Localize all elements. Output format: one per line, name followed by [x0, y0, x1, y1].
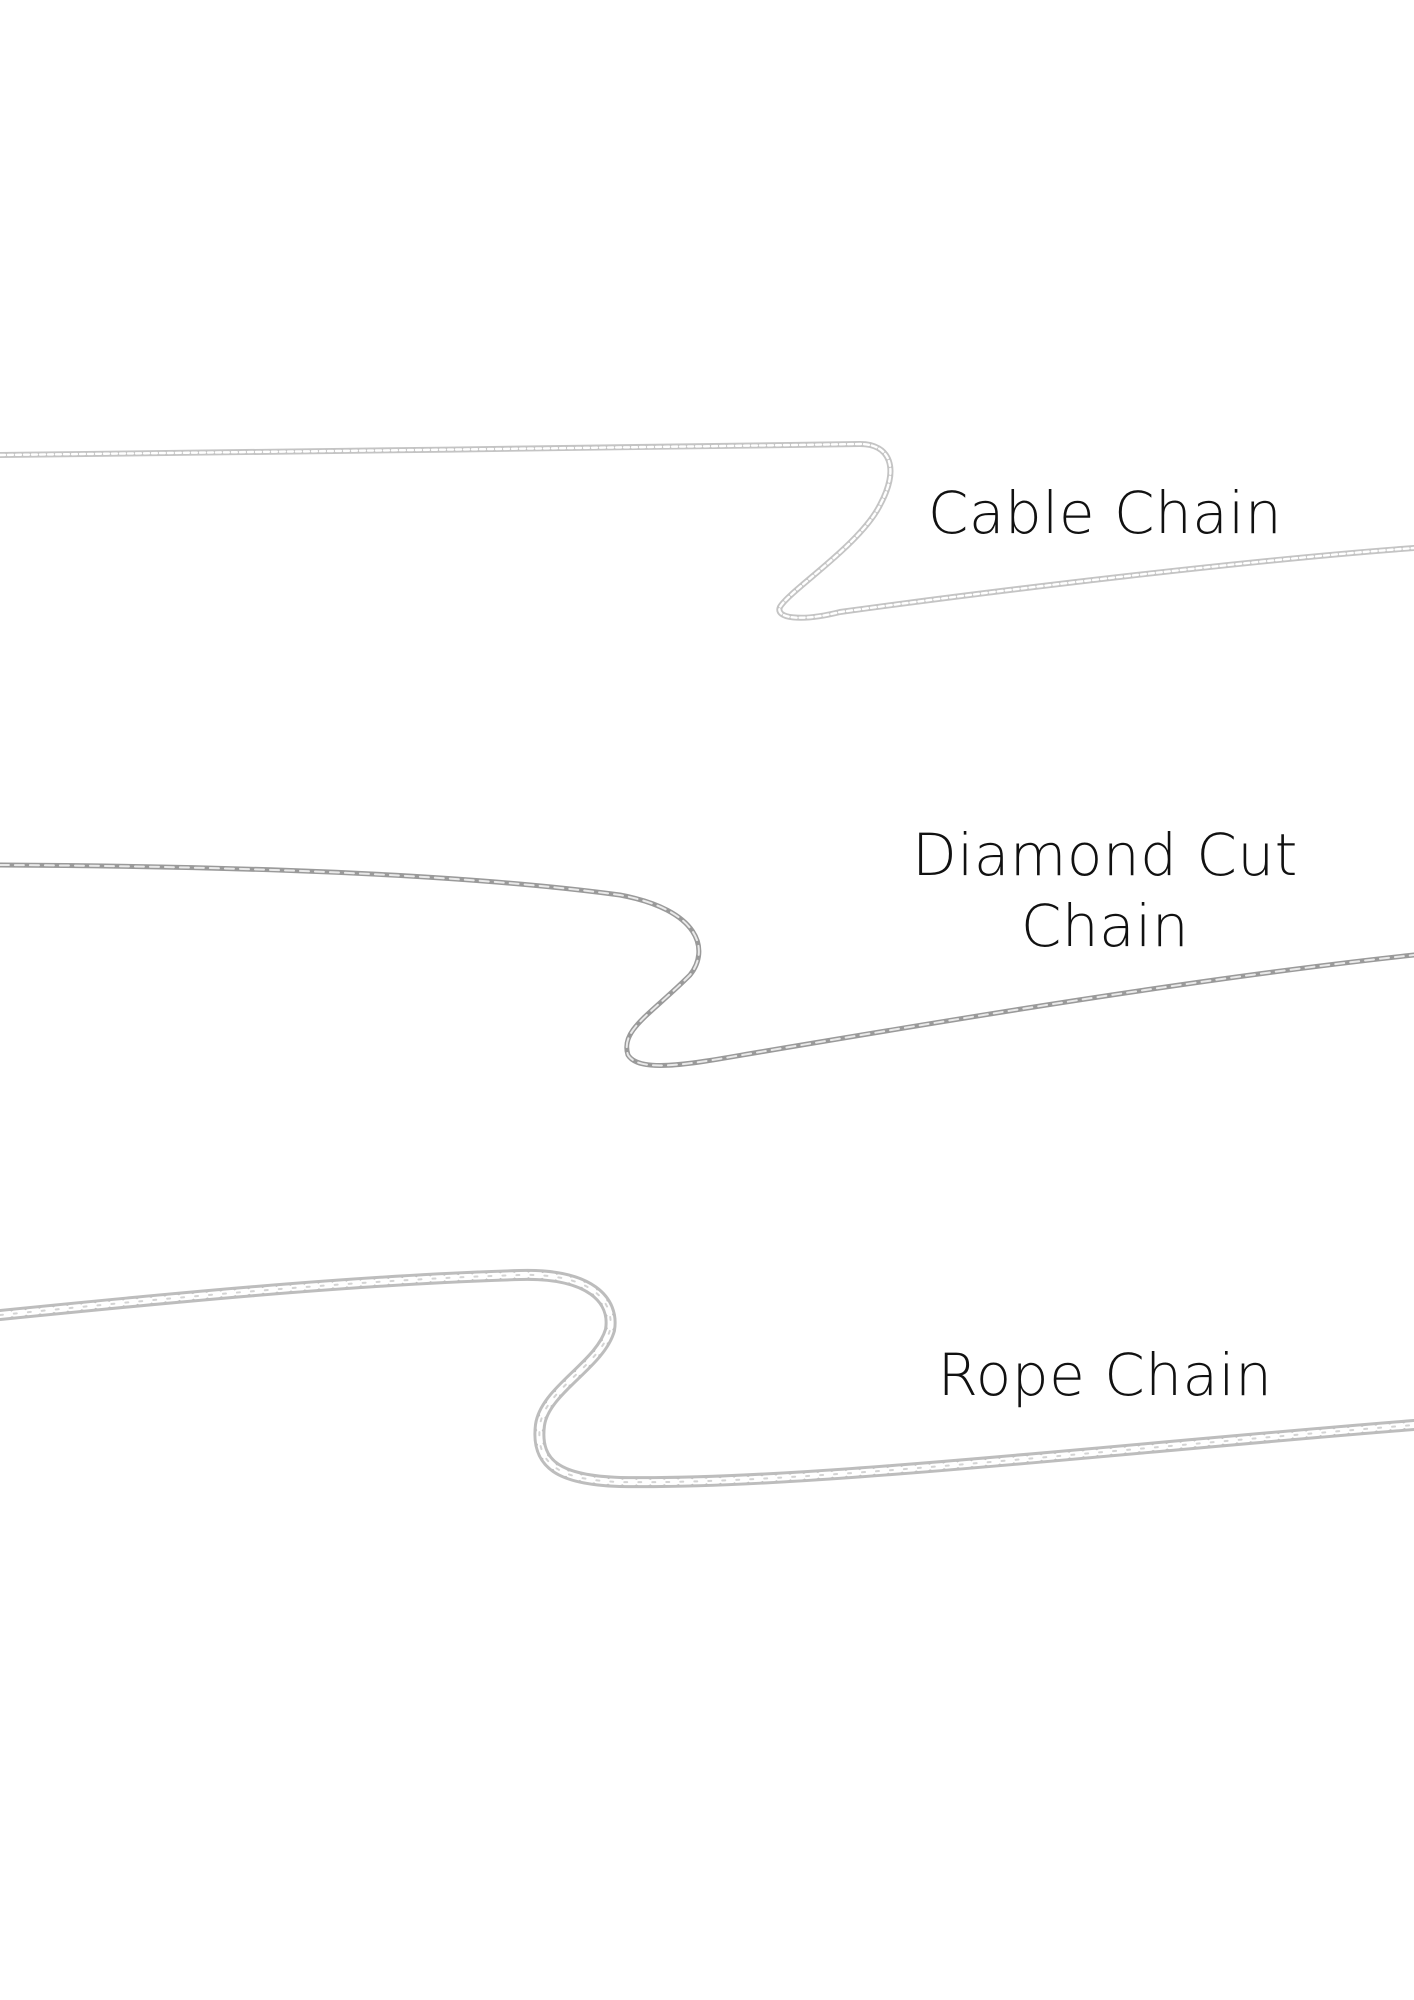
diamond-cut-chain [0, 862, 1414, 1068]
cable-chain-label: Cable Chain [927, 479, 1283, 547]
diamond-cut-chain-label: Diamond Cut Chain [912, 821, 1298, 960]
rope-chain [0, 1268, 1414, 1489]
cable-chain [0, 440, 1414, 621]
rope-chain-label: Rope Chain [937, 1341, 1273, 1409]
